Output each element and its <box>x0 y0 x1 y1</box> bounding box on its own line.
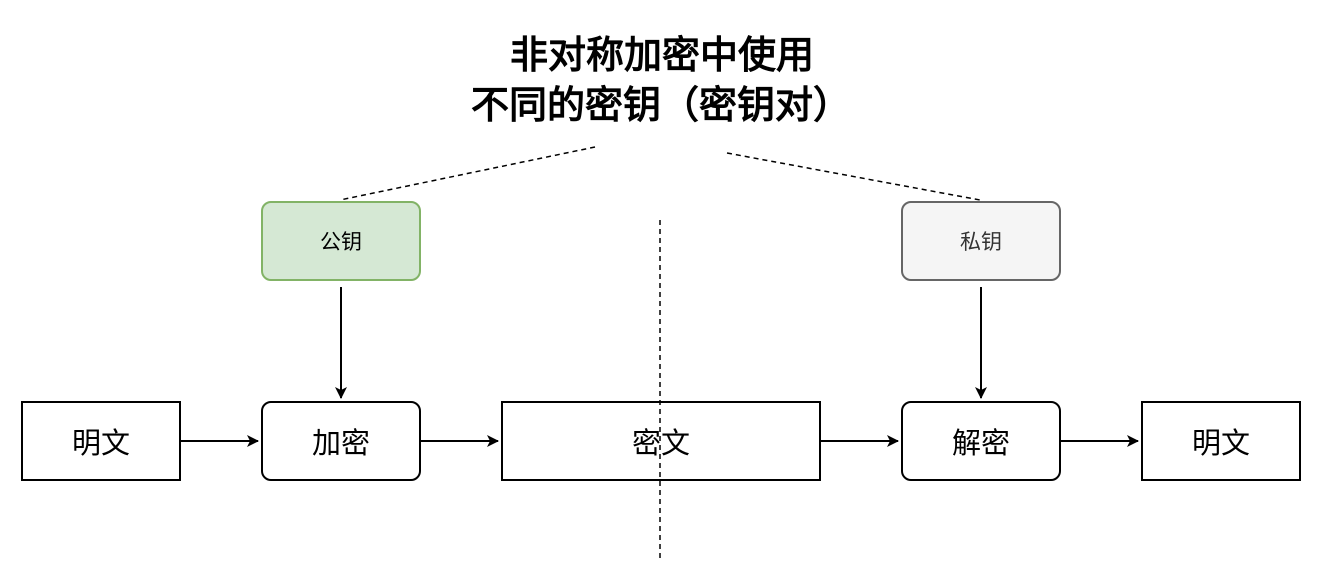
title-line-1: 非对称加密中使用 <box>509 33 814 77</box>
encrypt-label: 加密 <box>311 426 370 460</box>
private-key-box: 私钥 <box>901 201 1061 281</box>
diagram-title: 非对称加密中使用 不同的密钥（密钥对） <box>0 30 1322 130</box>
title-line-2: 不同的密钥（密钥对） <box>470 83 851 127</box>
encrypt-box: 加密 <box>261 401 421 481</box>
plaintext-output-label: 明文 <box>1191 426 1250 460</box>
public-key-label: 公钥 <box>320 230 362 254</box>
public-key-box: 公钥 <box>261 201 421 281</box>
plaintext-input-box: 明文 <box>21 401 181 481</box>
title-to-private-key-dashed-line <box>726 152 981 201</box>
decrypt-label: 解密 <box>951 426 1010 460</box>
decrypt-box: 解密 <box>901 401 1061 481</box>
plaintext-output-box: 明文 <box>1141 401 1301 481</box>
ciphertext-label: 密文 <box>631 426 690 460</box>
title-to-public-key-dashed-line <box>339 146 596 201</box>
plaintext-input-label: 明文 <box>71 426 130 460</box>
private-key-label: 私钥 <box>960 230 1002 254</box>
ciphertext-box: 密文 <box>501 401 821 481</box>
